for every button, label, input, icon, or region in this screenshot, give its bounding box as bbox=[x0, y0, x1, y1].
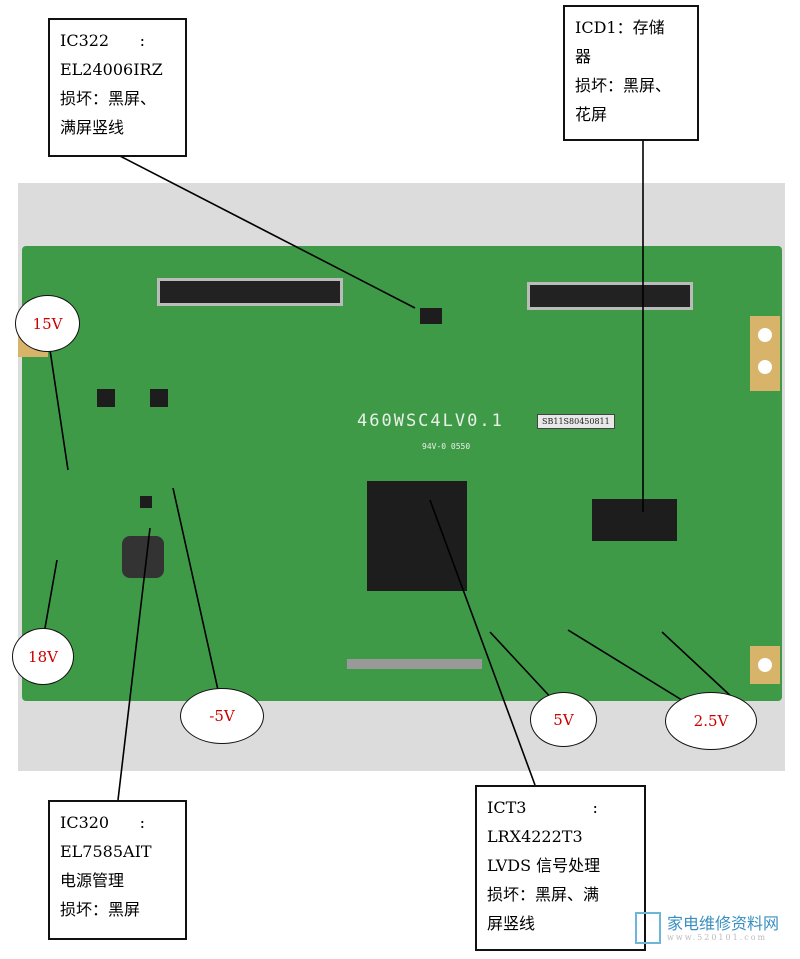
watermark-url: www.520101.com bbox=[667, 932, 768, 942]
mount-tab-right bbox=[750, 316, 780, 391]
ict3-part: LRX4222T3 bbox=[487, 827, 583, 846]
voltage-2.5v: 2.5V bbox=[665, 692, 757, 750]
icd1-name: ICD1：存储 bbox=[575, 18, 665, 37]
voltage-15v: 15V bbox=[15, 295, 80, 352]
ic322-callout: IC322 : EL24006IRZ 损坏：黑屏、 满屏竖线 bbox=[48, 18, 187, 157]
18v-pointer bbox=[44, 559, 58, 629]
lvds-connector-left bbox=[157, 278, 343, 306]
icd1-chip bbox=[592, 499, 677, 541]
ic322-pointer bbox=[119, 155, 416, 309]
15v-pointer bbox=[49, 349, 69, 471]
ic322-part: EL24006IRZ bbox=[60, 60, 163, 79]
voltage-neg5v: -5V bbox=[180, 688, 264, 744]
ic322-name: IC322 : bbox=[60, 31, 146, 50]
bottom-connector bbox=[347, 659, 482, 669]
ict3-fault-2: 屏竖线 bbox=[487, 914, 536, 933]
ic320-part: EL7585AIT bbox=[60, 842, 152, 861]
ic320-fault: 损坏：黑屏 bbox=[60, 900, 141, 919]
ict3-chip bbox=[367, 481, 467, 591]
icd1-name-2: 器 bbox=[575, 47, 592, 66]
2.5v-pointer-1 bbox=[567, 629, 691, 706]
ic320-chip bbox=[140, 496, 152, 508]
tcon-board: 460WSC4LV0.1 SB11S80450811 94V-0 0550 bbox=[18, 246, 782, 701]
icd1-fault: 损坏：黑屏、 bbox=[575, 76, 672, 95]
mount-tab-bottom-right bbox=[750, 646, 780, 684]
voltage-18v: 18V bbox=[12, 628, 74, 685]
ic320-function: 电源管理 bbox=[60, 871, 125, 890]
board-model-silkscreen: 460WSC4LV0.1 bbox=[357, 411, 504, 431]
watermark: 家电维修资料网 www.520101.com bbox=[635, 912, 779, 944]
inductor bbox=[122, 536, 164, 578]
5v-pointer bbox=[489, 631, 556, 703]
ic-small-2 bbox=[150, 389, 168, 407]
2.5v-pointer-2 bbox=[661, 631, 736, 701]
ict3-callout: ICT3 : LRX4222T3 LVDS 信号处理 损坏：黑屏、满 屏竖线 bbox=[475, 785, 646, 951]
watermark-title: 家电维修资料网 bbox=[667, 913, 780, 933]
ict3-fault: 损坏：黑屏、满 bbox=[487, 885, 600, 904]
ict3-name: ICT3 : bbox=[487, 798, 598, 817]
board-marking: 94V-0 0550 bbox=[422, 442, 471, 451]
voltage-5v: 5V bbox=[530, 692, 597, 747]
ic-small-1 bbox=[97, 389, 115, 407]
watermark-logo-icon bbox=[635, 912, 661, 944]
ic322-fault: 损坏：黑屏、 bbox=[60, 89, 157, 108]
icd1-callout: ICD1：存储 器 损坏：黑屏、 花屏 bbox=[563, 5, 699, 141]
ict3-pointer bbox=[429, 499, 536, 786]
ic320-pointer bbox=[117, 527, 151, 801]
ic320-callout: IC320 : EL7585AIT 电源管理 损坏：黑屏 bbox=[48, 800, 187, 940]
-5v-pointer bbox=[172, 487, 219, 691]
ic322-chip bbox=[420, 308, 442, 324]
lvds-connector-right bbox=[527, 282, 693, 310]
ict3-function: LVDS 信号处理 bbox=[487, 856, 601, 875]
icd1-fault-2: 花屏 bbox=[575, 105, 608, 124]
board-sticker: SB11S80450811 bbox=[537, 414, 615, 429]
ic320-name: IC320 : bbox=[60, 813, 146, 832]
ic322-fault-2: 满屏竖线 bbox=[60, 118, 125, 137]
